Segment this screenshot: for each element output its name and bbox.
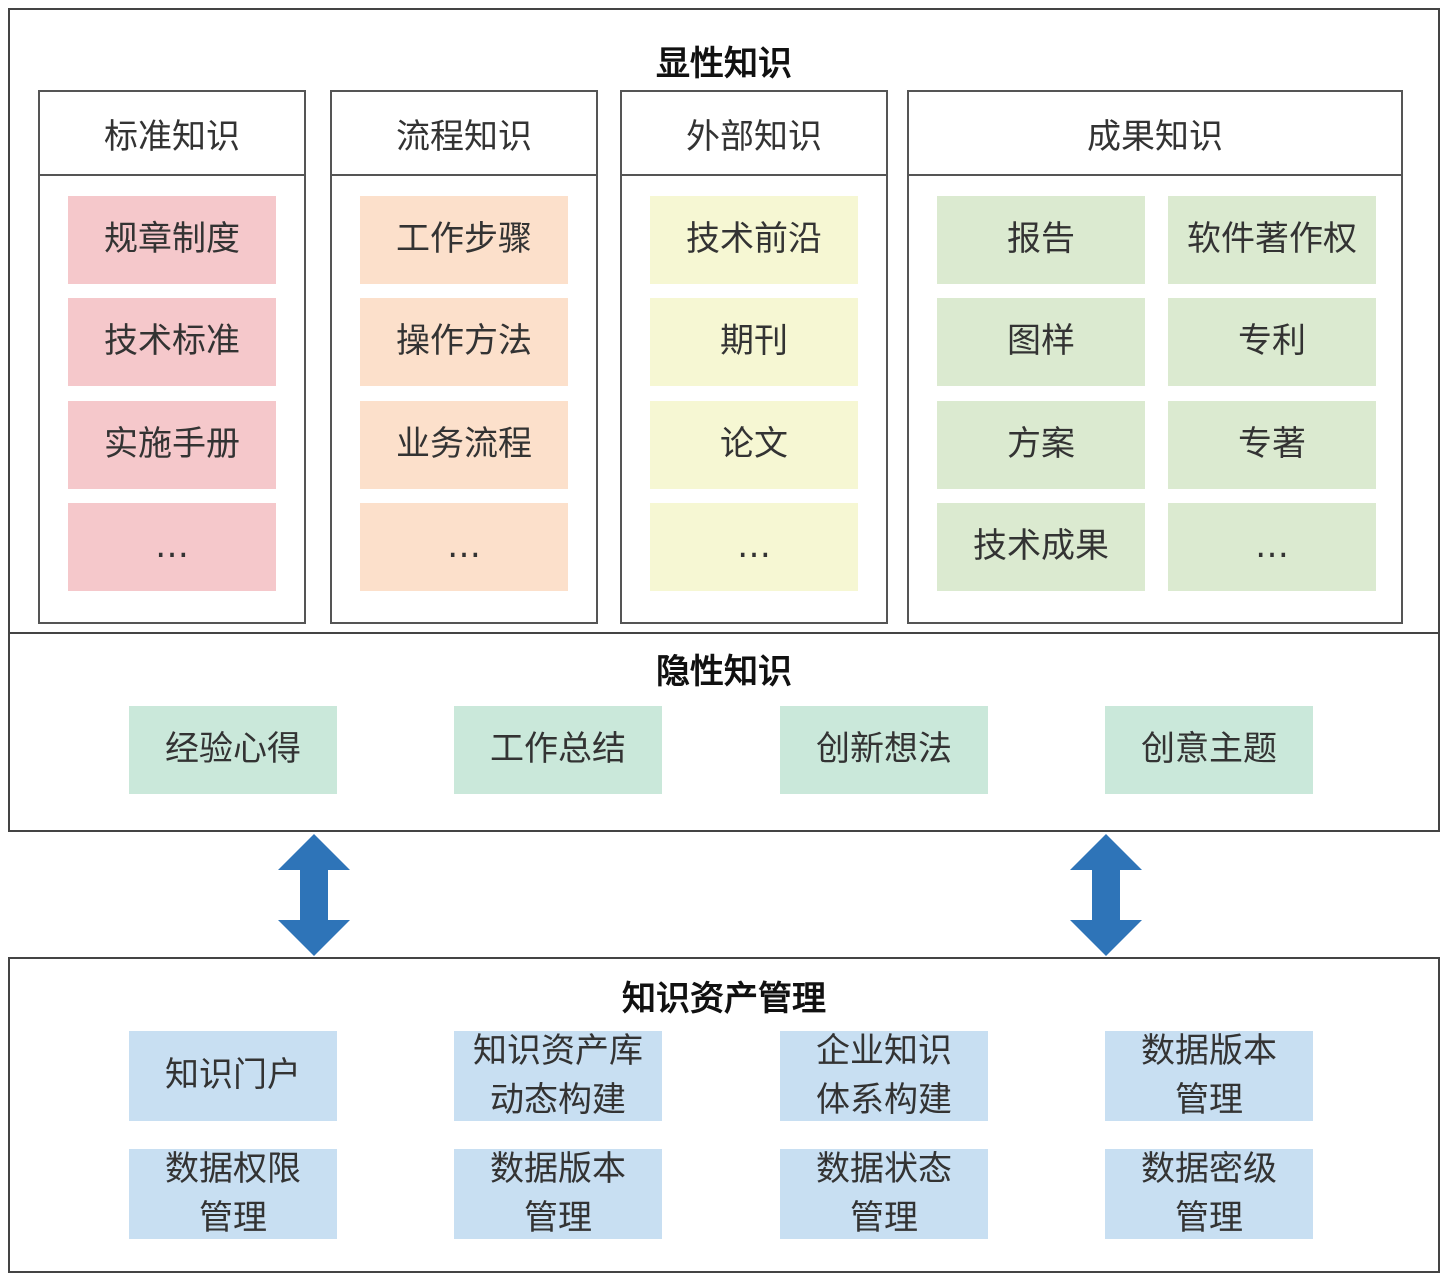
knowledge-item: 期刊 bbox=[650, 298, 858, 386]
knowledge-item: 论文 bbox=[650, 401, 858, 489]
bidirectional-arrow-left-icon bbox=[278, 834, 350, 956]
knowledge-item: 规章制度 bbox=[68, 196, 276, 284]
knowledge-item: … bbox=[650, 503, 858, 591]
standard-knowledge-column: 标准知识 规章制度 技术标准 实施手册 … bbox=[38, 90, 306, 624]
knowledge-item: 技术标准 bbox=[68, 298, 276, 386]
knowledge-item: 软件著作权 bbox=[1168, 196, 1376, 284]
asset-item: 数据密级 管理 bbox=[1105, 1149, 1313, 1239]
asset-item: 数据状态 管理 bbox=[780, 1149, 988, 1239]
bidirectional-arrow-right-icon bbox=[1070, 834, 1142, 956]
knowledge-item: 操作方法 bbox=[360, 298, 568, 386]
tacit-item: 创意主题 bbox=[1105, 706, 1313, 794]
knowledge-item: 技术成果 bbox=[937, 503, 1145, 591]
asset-item: 数据版本 管理 bbox=[454, 1149, 662, 1239]
process-knowledge-column: 流程知识 工作步骤 操作方法 业务流程 … bbox=[330, 90, 598, 624]
result-knowledge-header: 成果知识 bbox=[909, 92, 1401, 176]
result-knowledge-column: 成果知识 报告 软件著作权 图样 专利 方案 专著 技术成果 … bbox=[907, 90, 1403, 624]
tacit-item: 创新想法 bbox=[780, 706, 988, 794]
knowledge-item: 工作步骤 bbox=[360, 196, 568, 284]
external-knowledge-column: 外部知识 技术前沿 期刊 论文 … bbox=[620, 90, 888, 624]
asset-item: 企业知识 体系构建 bbox=[780, 1031, 988, 1121]
tacit-item: 工作总结 bbox=[454, 706, 662, 794]
knowledge-asset-management-section: 知识资产管理 知识门户 知识资产库 动态构建 企业知识 体系构建 数据版本 管理… bbox=[8, 957, 1440, 1273]
tacit-knowledge-title: 隐性知识 bbox=[656, 652, 792, 692]
knowledge-item: 专著 bbox=[1168, 401, 1376, 489]
asset-item: 数据版本 管理 bbox=[1105, 1031, 1313, 1121]
tacit-knowledge-section: 隐性知识 经验心得 工作总结 创新想法 创意主题 bbox=[8, 632, 1440, 832]
process-knowledge-header: 流程知识 bbox=[332, 92, 596, 176]
knowledge-item: 报告 bbox=[937, 196, 1145, 284]
knowledge-item: 技术前沿 bbox=[650, 196, 858, 284]
explicit-knowledge-section: 显性知识 标准知识 规章制度 技术标准 实施手册 … 流程知识 工作步骤 操作方… bbox=[8, 8, 1440, 634]
knowledge-item: … bbox=[1168, 503, 1376, 591]
knowledge-item: 实施手册 bbox=[68, 401, 276, 489]
asset-item: 知识门户 bbox=[129, 1031, 337, 1121]
knowledge-item: … bbox=[360, 503, 568, 591]
standard-knowledge-header: 标准知识 bbox=[40, 92, 304, 176]
knowledge-item: … bbox=[68, 503, 276, 591]
knowledge-item: 方案 bbox=[937, 401, 1145, 489]
explicit-knowledge-title: 显性知识 bbox=[656, 44, 792, 84]
knowledge-asset-management-title: 知识资产管理 bbox=[622, 979, 826, 1019]
external-knowledge-header: 外部知识 bbox=[622, 92, 886, 176]
tacit-item: 经验心得 bbox=[129, 706, 337, 794]
knowledge-item: 专利 bbox=[1168, 298, 1376, 386]
asset-item: 数据权限 管理 bbox=[129, 1149, 337, 1239]
knowledge-item: 业务流程 bbox=[360, 401, 568, 489]
knowledge-item: 图样 bbox=[937, 298, 1145, 386]
asset-item: 知识资产库 动态构建 bbox=[454, 1031, 662, 1121]
